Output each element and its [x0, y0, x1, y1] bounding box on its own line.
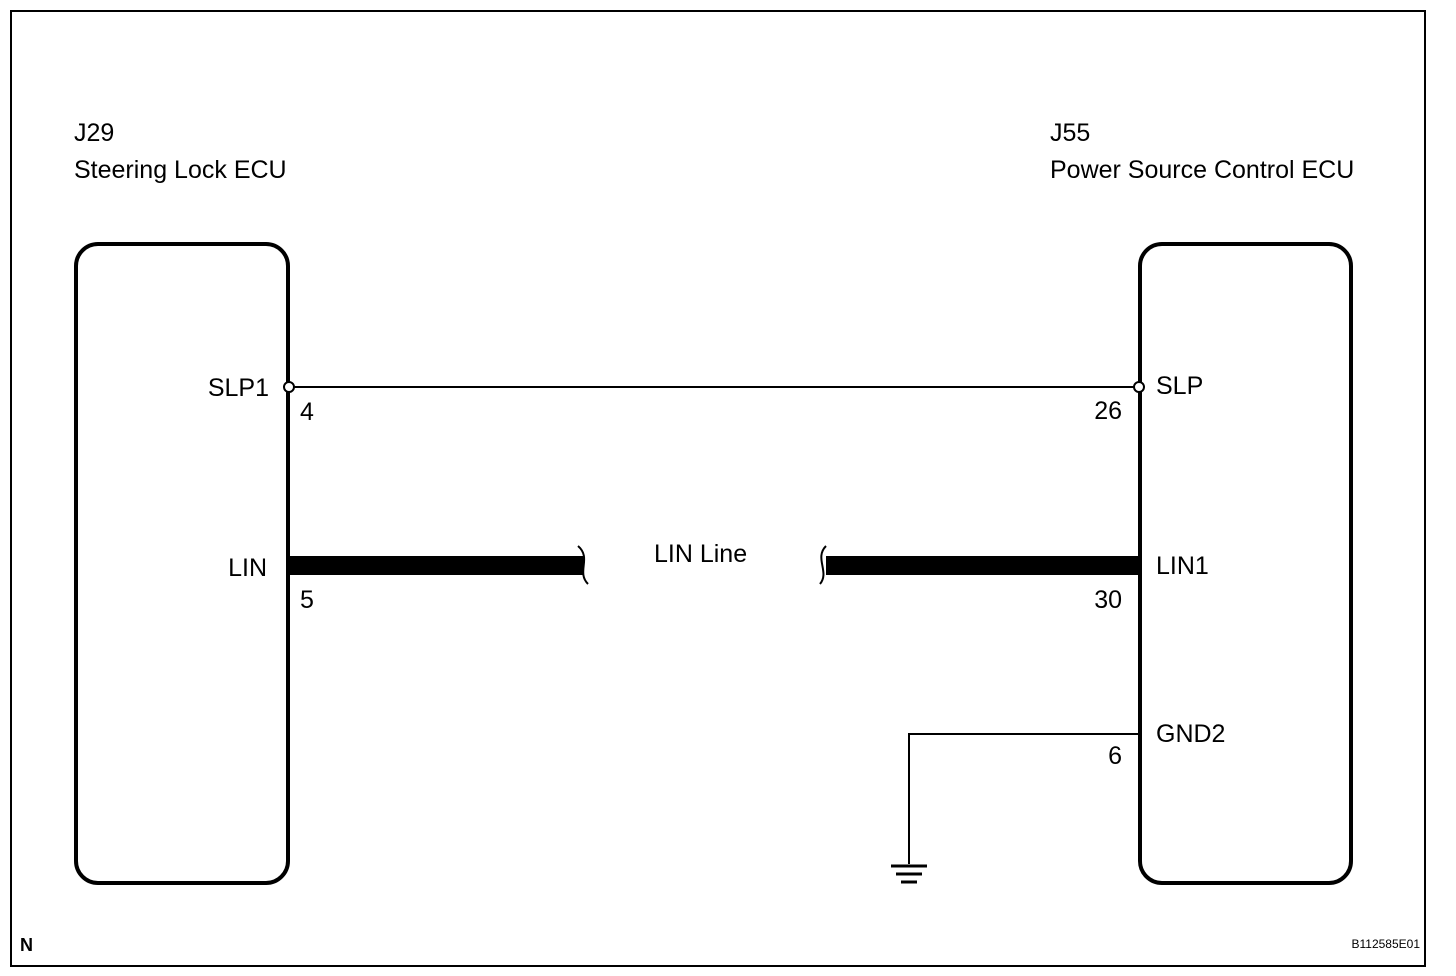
lin-wire-left — [288, 556, 584, 575]
slp1-terminal — [283, 381, 295, 393]
right-ecu-name: Power Source Control ECU — [1050, 156, 1355, 184]
right-connector-id: J55 — [1050, 119, 1091, 147]
gnd2-wire — [908, 733, 1140, 864]
lin-line-label: LIN Line — [654, 540, 748, 568]
pin-label-lin: LIN — [228, 554, 267, 582]
pin-number-30: 30 — [1094, 586, 1122, 614]
slp-terminal — [1133, 381, 1145, 393]
lin-break-left — [577, 545, 589, 585]
pin-number-5: 5 — [300, 586, 314, 614]
lin-wire-right — [826, 556, 1140, 575]
pin-label-slp: SLP — [1156, 372, 1204, 400]
ground-symbol — [891, 864, 927, 884]
left-connector-id: J29 — [74, 119, 115, 147]
pin-number-6: 6 — [1108, 742, 1122, 770]
corner-mark: N — [20, 935, 33, 955]
lin-break-right — [819, 545, 827, 585]
pin-label-gnd2: GND2 — [1156, 720, 1226, 748]
diagram-frame — [10, 10, 1426, 967]
figure-code: B112585E01 — [1351, 937, 1420, 951]
pin-number-4: 4 — [300, 398, 314, 426]
pin-label-slp1: SLP1 — [207, 374, 269, 402]
left-ecu-name: Steering Lock ECU — [74, 156, 287, 184]
pin-label-lin1: LIN1 — [1156, 552, 1209, 580]
pin-number-26: 26 — [1094, 397, 1122, 425]
